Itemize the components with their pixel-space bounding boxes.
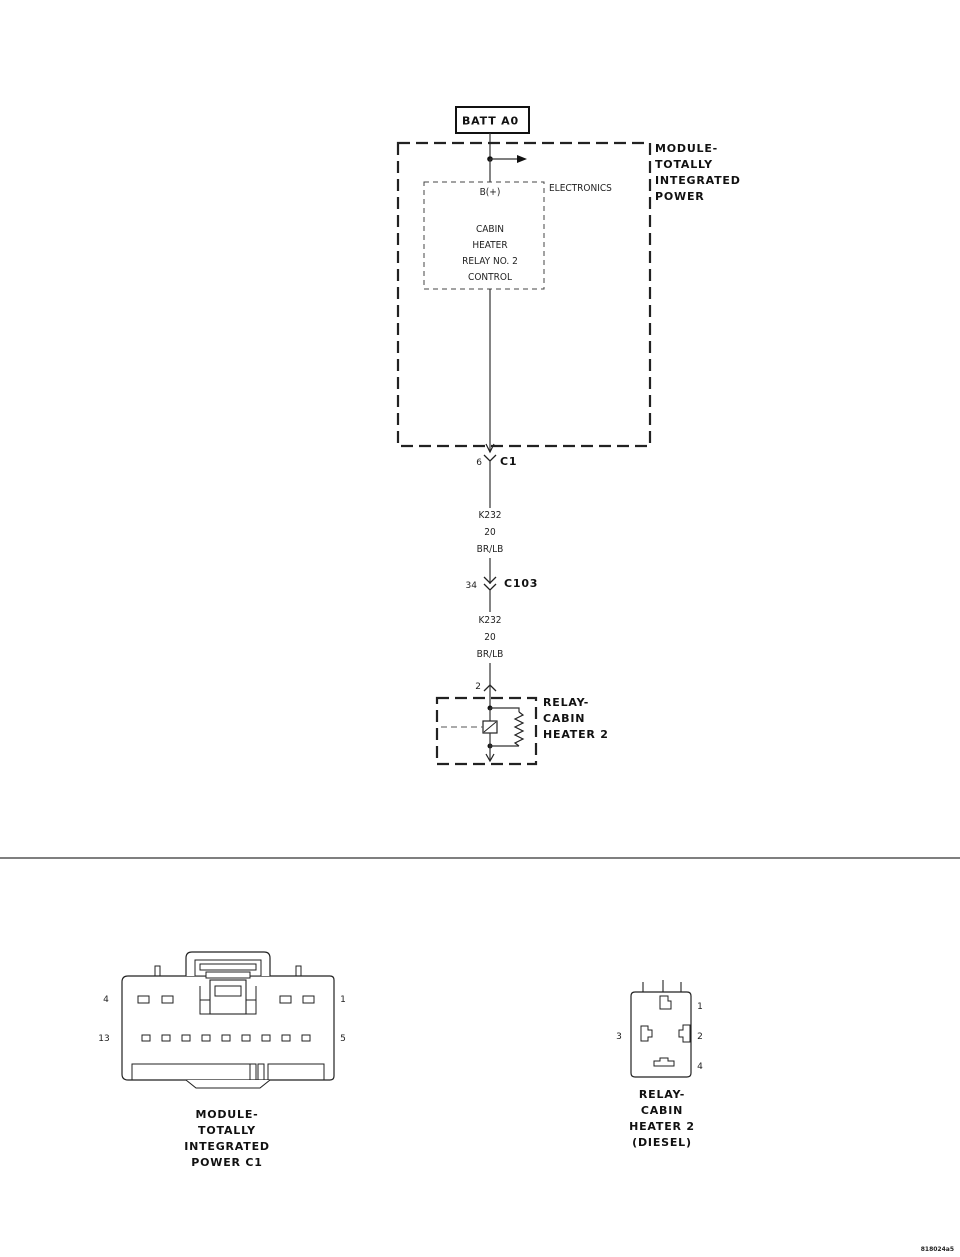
wire-gauge: 20 (484, 632, 496, 643)
electronics-label: ELECTRONICS (549, 183, 612, 194)
cavity-9 (221, 1034, 231, 1042)
b-plus-pin-label: B(+) (480, 187, 501, 198)
module-outline (396, 141, 652, 448)
cavity-6 (281, 1034, 291, 1042)
continued-arrow-icon (517, 155, 527, 163)
latch-lever (209, 979, 247, 1015)
c103-pin: 34 (466, 581, 478, 591)
cavity-12 (161, 1034, 171, 1042)
pin-label: 13 (98, 1034, 109, 1044)
relay-symbol (435, 696, 538, 766)
cavity-4 (137, 995, 150, 1004)
pin-label: 5 (340, 1034, 346, 1044)
relay-pin: 2 (475, 682, 481, 692)
cavity-3 (161, 995, 174, 1004)
connector-caption-line: TOTALLY (198, 1124, 256, 1137)
latch-detail (199, 986, 210, 1015)
coil-wire (490, 707, 520, 712)
module-name: MODULE- TOTALLY INTEGRATED POWER (655, 142, 741, 203)
function-label: CABIN HEATER RELAY NO. 2 CONTROL (462, 224, 518, 283)
cavity-8 (241, 1034, 251, 1042)
bottom-rail (267, 1063, 325, 1081)
cavity-2 (279, 995, 292, 1004)
connector-caption-line: INTEGRATED (184, 1140, 270, 1153)
connector-caption-line: RELAY- (639, 1088, 685, 1101)
relay-outline (435, 696, 538, 766)
cavity-4 (653, 1057, 675, 1067)
pin-label: 2 (697, 1032, 703, 1042)
function-line: CABIN (476, 224, 504, 235)
connector-caption-line: MODULE- (195, 1108, 258, 1121)
connector-caption-line: POWER C1 (191, 1156, 263, 1169)
cavity-7 (261, 1034, 271, 1042)
connector-caption-line: HEATER 2 (629, 1120, 695, 1133)
cavity-1 (302, 995, 315, 1004)
c103-label: C103 (504, 577, 538, 590)
pin-label: 4 (103, 995, 109, 1005)
relay-connector-body (630, 991, 692, 1078)
cavity-5 (301, 1034, 311, 1042)
arrow-down-icon (485, 753, 495, 763)
latch-bar (205, 971, 251, 979)
cavity-3 (640, 1025, 653, 1042)
wire-color: BR/LB (477, 544, 504, 555)
module-name-line: MODULE- (655, 142, 718, 155)
latch-bar (199, 963, 257, 971)
c1-label: C1 (500, 455, 517, 468)
cavity-11 (181, 1034, 191, 1042)
pin-label: 4 (697, 1062, 703, 1072)
connector-view-module-c1: 4 1 13 5 MODULE- TOTALLY INTEGRATED POWE… (98, 951, 346, 1169)
wire-gauge: 20 (484, 527, 496, 538)
coil-icon (513, 711, 525, 747)
cavity-10 (201, 1034, 211, 1042)
latch-detail (246, 986, 257, 1015)
figure-id: 818024a5 (921, 1246, 954, 1253)
module-name-line: TOTALLY (655, 158, 713, 171)
relay-name-line: RELAY- (543, 696, 589, 709)
pin-label: 3 (616, 1032, 622, 1042)
connector-c1: 6 C1 (476, 454, 517, 508)
relay-name-line: CABIN (543, 712, 585, 725)
connector-female-icon (483, 583, 497, 591)
module-name-line: POWER (655, 190, 705, 203)
latch-tab (295, 965, 302, 977)
connector-male-icon (483, 576, 497, 584)
cavity-2 (678, 1024, 691, 1043)
module-name-line: INTEGRATED (655, 174, 741, 187)
cavity-13 (141, 1034, 151, 1042)
function-line: RELAY NO. 2 (462, 256, 518, 267)
wire-label-1: K232 20 BR/LB (477, 510, 504, 555)
c1-pin: 6 (476, 458, 482, 468)
connector-caption-line: CABIN (641, 1104, 683, 1117)
bottom-ramp (185, 1079, 271, 1089)
connector-c103: 34 C103 (466, 576, 538, 612)
connector-caption-line: (DIESEL) (632, 1136, 692, 1149)
diode-bar (483, 721, 497, 733)
connector-female-icon (483, 454, 497, 462)
wire-circuit: K232 (478, 510, 501, 521)
electronics-box (423, 181, 545, 290)
latch-tab (154, 965, 161, 977)
wire-circuit: K232 (478, 615, 501, 626)
cavity-1 (659, 995, 672, 1010)
power-source: BATT A0 (455, 106, 530, 134)
connector-view-relay: 1 2 3 4 RELAY- CABIN HEATER 2 (DIESEL) (616, 980, 703, 1149)
function-line: HEATER (472, 240, 507, 251)
power-source-label: BATT A0 (462, 115, 519, 128)
pin-label: 1 (340, 995, 346, 1005)
pin-label: 1 (697, 1002, 703, 1012)
wire-label-2: K232 20 BR/LB (477, 615, 504, 660)
arrow-down-icon (485, 443, 495, 454)
relay-name-line: HEATER 2 (543, 728, 609, 741)
wire-color: BR/LB (477, 649, 504, 660)
function-line: CONTROL (468, 272, 512, 283)
relay-name: RELAY- CABIN HEATER 2 (543, 696, 609, 741)
latch-window (214, 985, 242, 997)
